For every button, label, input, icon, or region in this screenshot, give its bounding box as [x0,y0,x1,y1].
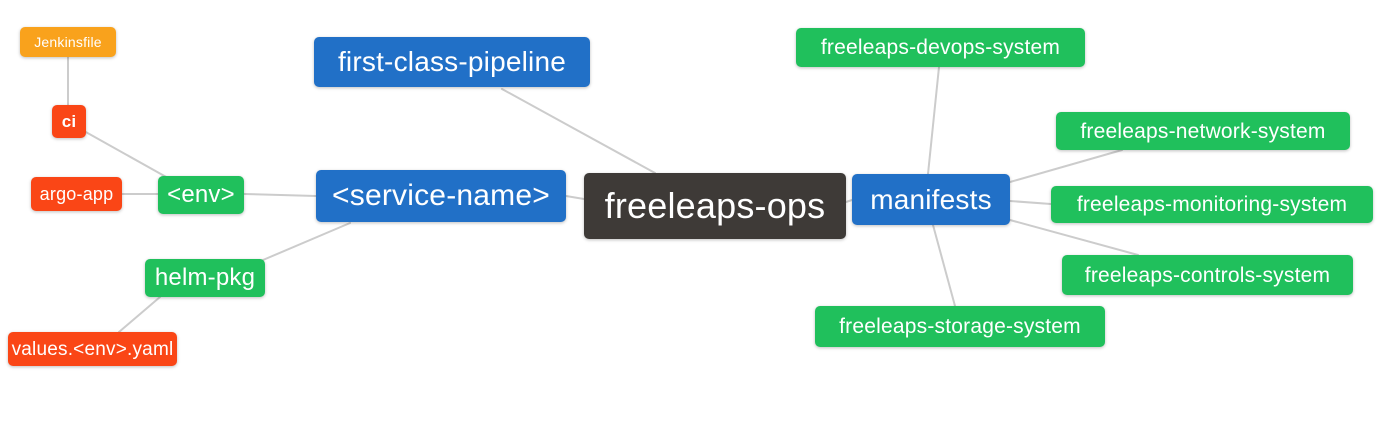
node-jenkinsfile[interactable]: Jenkinsfile [20,27,116,57]
edge-manifests-to-controls-system [1009,219,1139,256]
node-ci[interactable]: ci [52,105,86,138]
node-env[interactable]: <env> [158,176,244,214]
node-service-name[interactable]: <service-name> [316,170,566,222]
node-values-env-yaml[interactable]: values.<env>.yaml [8,332,177,366]
edge-manifests-to-monitoring-system [1009,200,1052,205]
edge-env-to-service-name [243,193,317,197]
node-first-class-pipeline[interactable]: first-class-pipeline [314,37,590,87]
edge-manifests-to-network-system [1009,149,1123,183]
node-manifests[interactable]: manifests [852,174,1010,225]
node-controls-system[interactable]: freeleaps-controls-system [1062,255,1353,295]
edge-ci-to-env [83,130,169,179]
edge-manifests-to-devops-system [927,66,940,175]
edge-manifests-to-storage-system [932,224,956,307]
node-argo-app[interactable]: argo-app [31,177,122,211]
edge-first-class-pipeline-to-freeleaps-ops [501,88,656,174]
node-storage-system[interactable]: freeleaps-storage-system [815,306,1105,347]
edge-service-name-to-freeleaps-ops [565,195,585,200]
edge-helm-pkg-to-values-env-yaml [118,296,161,333]
node-monitoring-system[interactable]: freeleaps-monitoring-system [1051,186,1373,223]
node-freeleaps-ops[interactable]: freeleaps-ops [584,173,846,239]
node-devops-system[interactable]: freeleaps-devops-system [796,28,1085,67]
edge-service-name-to-helm-pkg [262,222,351,261]
node-helm-pkg[interactable]: helm-pkg [145,259,265,297]
node-network-system[interactable]: freeleaps-network-system [1056,112,1350,150]
